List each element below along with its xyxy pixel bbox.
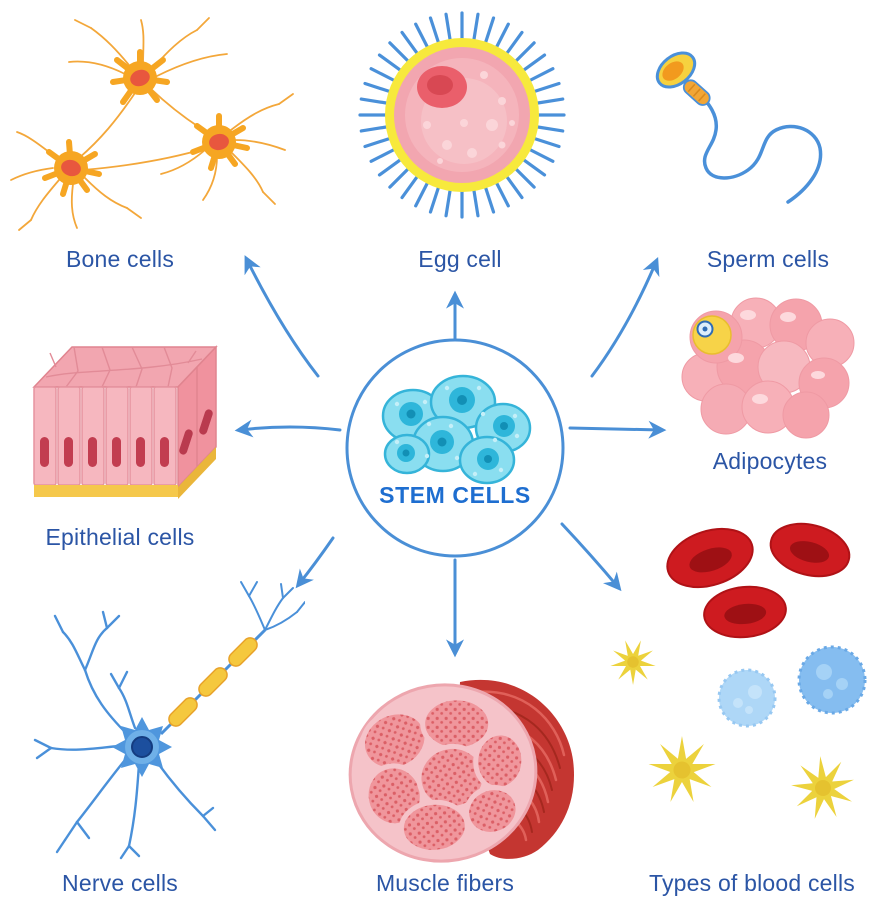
vesicles: [423, 71, 515, 164]
bone-cells-figure: [5, 8, 305, 243]
epithelial-cells-illustration: [32, 345, 218, 499]
sperm-midpiece: [682, 79, 711, 106]
osteocyte-2: [42, 139, 102, 197]
sperm-cell-illustration: [655, 51, 823, 204]
egg-cell-illustration: [358, 11, 566, 219]
osteocyte-3: [190, 113, 250, 171]
label-epithelial-cells: Epithelial cells: [45, 524, 195, 550]
adipocytes-illustration: [681, 297, 855, 439]
columnar-cells: [33, 386, 177, 486]
bone-cells-illustration: [10, 17, 294, 231]
osteocyte-1: [110, 49, 170, 105]
soma: [112, 717, 172, 777]
blood-cells-figure: [585, 520, 870, 870]
white-blood-cells: [717, 645, 867, 728]
nerve-cells-figure: [15, 550, 305, 865]
stem-cells-title: STEM CELLS: [379, 482, 531, 508]
label-bone-cells: Bone cells: [65, 246, 175, 272]
axon-terminal: [240, 581, 305, 631]
label-adipocytes: Adipocytes: [712, 448, 828, 474]
dendrites: [33, 610, 217, 860]
stem-cells-hub: STEM CELLS: [343, 336, 567, 560]
adipocyte-with-nucleus: [692, 315, 732, 355]
sperm-tail: [694, 88, 823, 204]
label-blood-cells: Types of blood cells: [648, 870, 855, 896]
blood-cells-illustration: [607, 522, 867, 827]
label-muscle-fibers: Muscle fibers: [375, 870, 515, 896]
label-sperm-cells: Sperm cells: [706, 246, 830, 272]
adipocytes-figure: [678, 295, 868, 445]
myelin-sheaths: [168, 637, 258, 727]
red-blood-cells: [666, 522, 851, 639]
basement-membrane: [34, 485, 178, 497]
muscle-cross-section: [348, 683, 538, 863]
label-egg-cell: Egg cell: [418, 246, 502, 272]
muscle-fibers-figure: [340, 660, 585, 868]
cell-nuclei: [40, 437, 169, 467]
egg-cell-figure: [352, 5, 572, 225]
muscle-fibers-illustration: [348, 679, 575, 863]
epithelial-cells-figure: [20, 325, 225, 520]
nerve-cell-illustration: [33, 581, 305, 860]
label-nerve-cells: Nerve cells: [62, 870, 178, 896]
stem-cells-illustration: [345, 338, 565, 558]
sperm-head: [655, 51, 697, 89]
sperm-cells-figure: [630, 30, 865, 235]
soma-nucleus: [131, 736, 153, 758]
